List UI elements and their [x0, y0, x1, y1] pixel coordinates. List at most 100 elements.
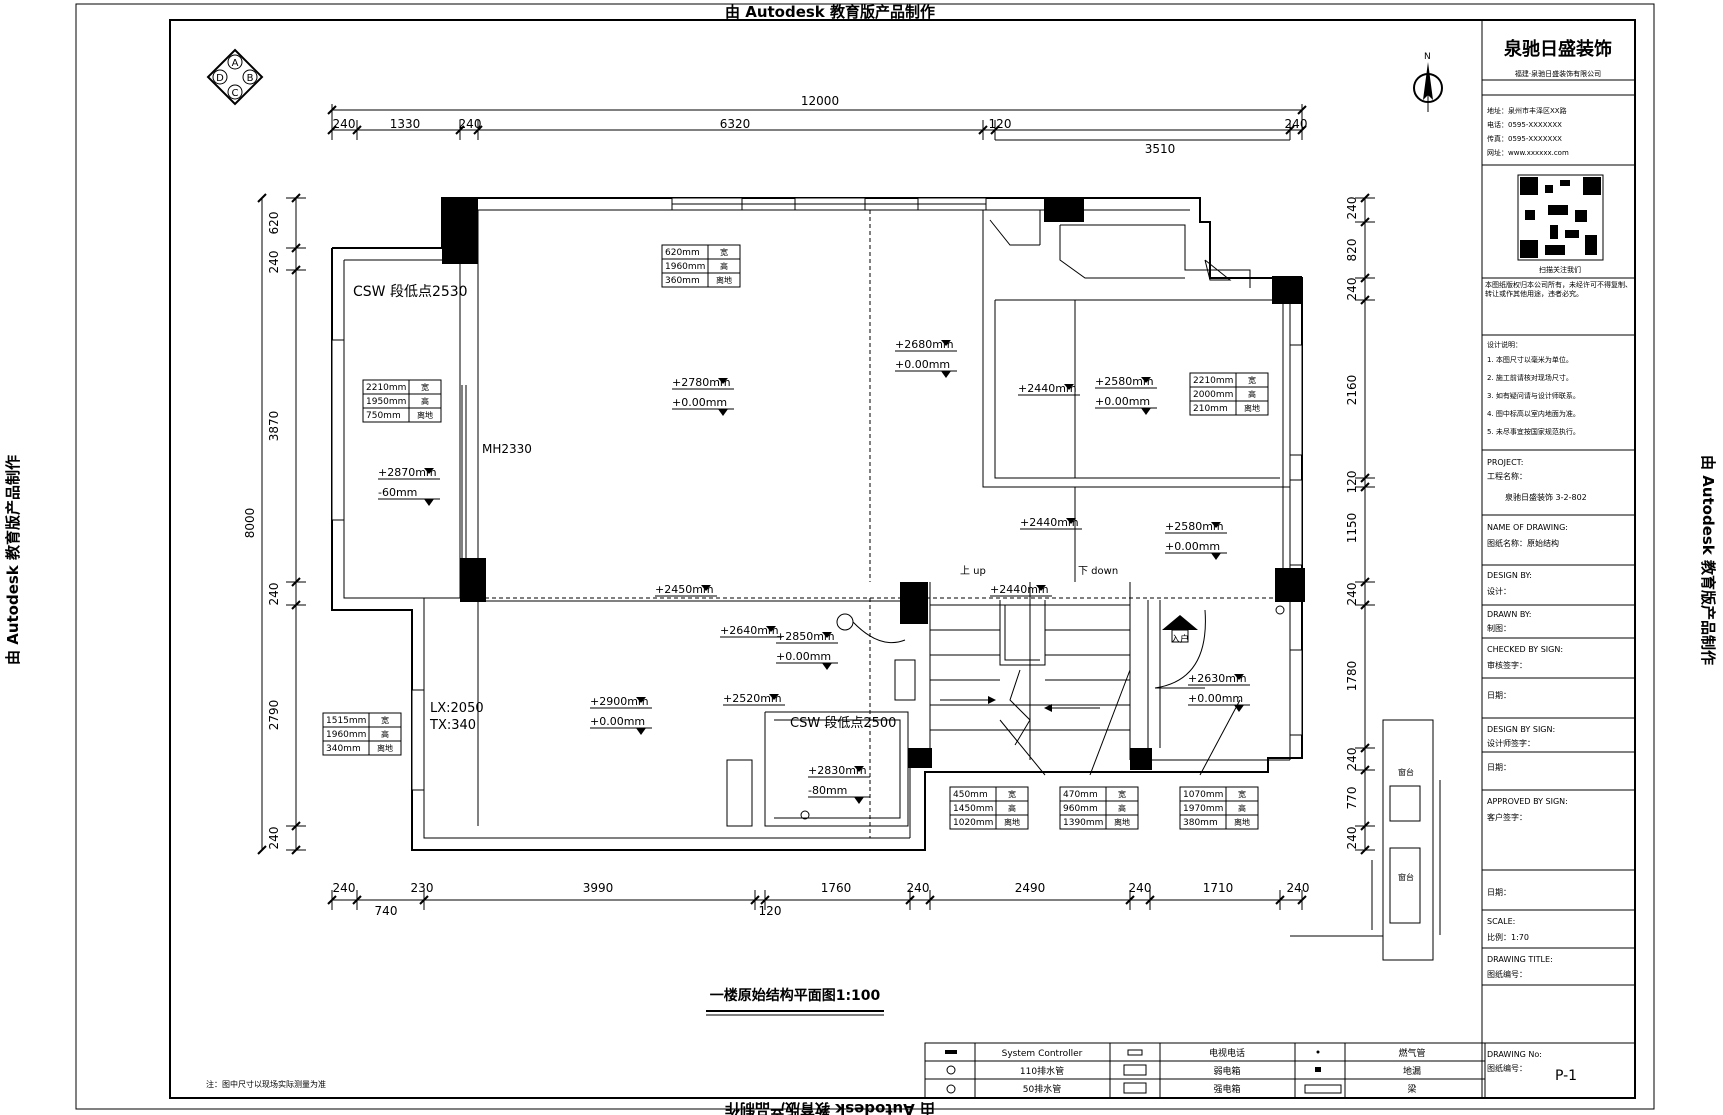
design-value: 设计：: [1487, 586, 1511, 596]
design-note-1: 1. 本图尺寸以毫米为单位。: [1487, 355, 1573, 364]
level-markers: +2780mm+0.00mm +2680mm +0.00mm +2440mm +2580…: [378, 338, 1250, 804]
date-1: 日期：: [1487, 691, 1511, 700]
window-table-6-value-2: 380mm: [1183, 818, 1218, 828]
dim-left-5: 240: [267, 827, 281, 850]
window-table-2-value-1: 2000mm: [1193, 390, 1233, 400]
level-top-2: +2440mm: [1018, 382, 1077, 395]
dim-right-0: 240: [1345, 197, 1359, 220]
dim-bottom-2: 3990: [583, 881, 614, 895]
dim-bottom-0: 240: [333, 881, 356, 895]
level-top-1: +2680mm: [895, 338, 954, 351]
level-bot-11: +0.00mm: [590, 715, 645, 728]
level-marker-11: +2900mm+0.00mm: [590, 695, 652, 735]
copyright-note: 本图纸版权归本公司所有，未经许可不得复制、转让或作其他用途，违者必究。: [1485, 281, 1632, 298]
level-marker-0: +2780mm+0.00mm: [672, 376, 734, 416]
dim-right-8: 240: [1345, 748, 1359, 771]
level-bot-6: +0.00mm: [1165, 540, 1220, 553]
qr-caption: 扫描关注我们: [1539, 265, 1581, 274]
legend-item-2: 燃气管: [1398, 1047, 1425, 1059]
legend-item-7: 强电箱: [1213, 1083, 1240, 1095]
room-label-4: CSW 段低点2500: [790, 716, 896, 731]
level-top-14: +2630mm: [1188, 672, 1247, 685]
level-top-12: +2520mm: [723, 692, 782, 705]
dim-bottom-7: 1710: [1203, 881, 1234, 895]
level-bot-10: +0.00mm: [776, 650, 831, 663]
level-top-6: +2580mm: [1165, 520, 1224, 533]
window-table-0-key-0: 宽: [720, 247, 728, 257]
level-marker-14: +2630mm+0.00mm: [1188, 672, 1250, 712]
drawn-value: 制图：: [1487, 623, 1511, 633]
level-marker-7: +2450mm: [655, 583, 717, 597]
level-marker-8: +2440mm: [990, 583, 1052, 597]
watermark-bottom: 由 Autodesk 教育版产品制作: [725, 1100, 935, 1115]
level-bot-4: -60mm: [378, 486, 417, 499]
dim-top-3: 6320: [720, 117, 751, 131]
design-notes-title: 设计说明：: [1487, 340, 1522, 349]
dim-right-10: 240: [1345, 827, 1359, 850]
window-table-5-value-1: 960mm: [1063, 804, 1098, 814]
dim-top-6: 240: [1285, 117, 1308, 131]
dim-bottom-8: 240: [1287, 881, 1310, 895]
level-top-10: +2850mm: [776, 630, 835, 643]
window-table-0-key-1: 高: [720, 261, 728, 271]
dim-top-1: 1330: [390, 117, 421, 131]
window-table-2-key-2: 离地: [1244, 403, 1260, 413]
dim-left-4: 2790: [267, 700, 281, 731]
window-table-4-value-1: 1450mm: [953, 804, 993, 814]
dim-left-total: 8000: [243, 508, 257, 539]
watermark-top: 由 Autodesk 教育版产品制作: [725, 3, 935, 21]
window-table-4-key-2: 离地: [1004, 817, 1020, 827]
window-table-5-key-1: 高: [1118, 803, 1126, 813]
level-top-3: +2580mm: [1095, 375, 1154, 388]
legend-item-1: 电视电话: [1209, 1047, 1245, 1059]
watermark-left: 由 Autodesk 教育版产品制作: [4, 455, 22, 665]
window-table-5-value-0: 470mm: [1063, 790, 1098, 800]
qr-code-icon: [1517, 174, 1604, 261]
window-table-2-key-1: 高: [1248, 389, 1256, 399]
window-table-5-key-2: 离地: [1114, 817, 1130, 827]
level-bot-3: +0.00mm: [1095, 395, 1150, 408]
legend-item-4: 弱电箱: [1213, 1065, 1240, 1077]
detail-label-1: 窗台: [1398, 767, 1414, 777]
company-line-1: 地址：泉州市丰泽区XX路: [1487, 106, 1567, 115]
room-label-6: 下 down: [1078, 566, 1118, 577]
design-note-5: 5. 未尽事宜按国家规范执行。: [1487, 427, 1580, 436]
dim-right-5: 1150: [1345, 513, 1359, 544]
room-label-2: LX:2050: [430, 701, 484, 716]
level-top-7: +2450mm: [655, 583, 714, 596]
window-table-5-value-2: 1390mm: [1063, 818, 1103, 828]
drawing-no-label: DRAWING No:: [1487, 1050, 1542, 1059]
dim-left-2: 3870: [267, 411, 281, 442]
grid-marker: A B C D: [206, 48, 264, 106]
plan-title: 一楼原始结构平面图1:100: [710, 987, 881, 1004]
window-table-6-value-1: 1970mm: [1183, 804, 1223, 814]
dim-left-3: 240: [267, 583, 281, 606]
window-table-0-value-2: 360mm: [665, 276, 700, 286]
level-top-5: +2440mm: [1020, 516, 1079, 529]
drawing-no-value: P-1: [1555, 1068, 1577, 1084]
room-label-5: 上 up: [960, 565, 986, 577]
level-bot-1: +0.00mm: [895, 358, 950, 371]
dim-top-2: 240: [459, 117, 482, 131]
dim-right-3: 2160: [1345, 375, 1359, 406]
checked-label: CHECKED BY SIGN:: [1487, 645, 1563, 654]
legend-item-0: System Controller: [1002, 1049, 1083, 1059]
approved-label: APPROVED BY SIGN:: [1487, 797, 1568, 806]
dim-right-4: 120: [1345, 471, 1359, 494]
room-label-1: MH2330: [482, 442, 532, 456]
north-arrow-icon: N: [1413, 52, 1443, 112]
legend-item-6: 50排水管: [1023, 1083, 1061, 1095]
level-marker-3: +2580mm +0.00mm: [1095, 375, 1157, 415]
grid-b: B: [247, 73, 254, 84]
